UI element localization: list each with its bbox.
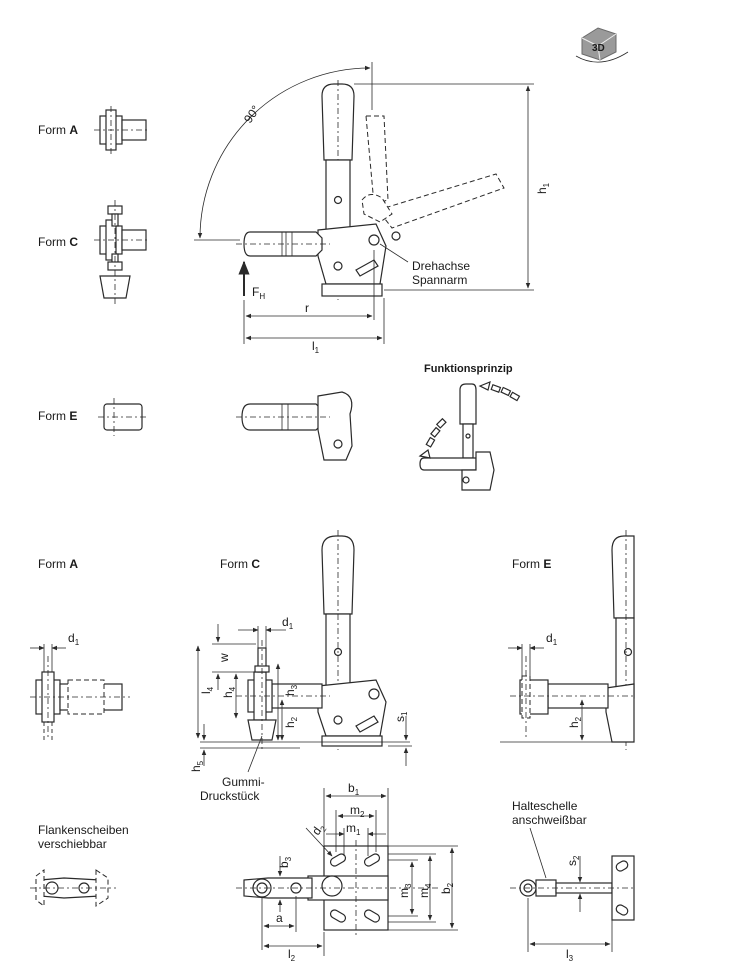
form-e-plan-view bbox=[510, 855, 635, 921]
svg-text:Druckstück: Druckstück bbox=[200, 789, 260, 803]
svg-text:h2: h2 bbox=[283, 716, 299, 728]
angle-label: 90° bbox=[241, 103, 263, 126]
svg-text:w: w bbox=[217, 653, 231, 663]
svg-text:m1: m1 bbox=[346, 821, 361, 837]
form-e-s2-dimension: s2 bbox=[565, 855, 583, 912]
form-c-h3-dimension: h3 bbox=[275, 663, 299, 741]
svg-text:Form E: Form E bbox=[38, 409, 77, 423]
svg-text:Flankenscheiben: Flankenscheiben bbox=[38, 823, 129, 837]
svg-text:m4: m4 bbox=[417, 883, 433, 898]
svg-text:Spannarm: Spannarm bbox=[412, 273, 467, 287]
svg-text:d1: d1 bbox=[68, 631, 80, 647]
svg-text:b1: b1 bbox=[348, 781, 360, 797]
svg-text:r: r bbox=[305, 301, 309, 315]
form-c-side-view bbox=[200, 530, 410, 750]
svg-text:m2: m2 bbox=[350, 803, 365, 819]
svg-text:s1: s1 bbox=[393, 711, 409, 722]
form-a-d1-dimension: d1 bbox=[30, 631, 80, 672]
form-a-label-bottom: Form A bbox=[38, 557, 78, 571]
form-c-h2-dimension: h2 bbox=[279, 699, 299, 741]
halteschelle-callout: Halteschelle anschweißbar bbox=[512, 799, 587, 879]
form-c-h4-dimension: h4 bbox=[221, 673, 239, 719]
svg-text:Halteschelle: Halteschelle bbox=[512, 799, 578, 813]
form-c-a-dimension: a bbox=[261, 896, 297, 950]
svg-text:anschweißbar: anschweißbar bbox=[512, 813, 587, 827]
3d-badge-text: 3D bbox=[592, 43, 605, 54]
form-c-m2-dimension: m2 bbox=[335, 803, 377, 852]
r-dimension: r bbox=[243, 250, 375, 344]
form-e-l3-dimension: l3 bbox=[527, 898, 613, 963]
form-c-m3-dimension: m3 bbox=[388, 859, 418, 917]
svg-text:h2: h2 bbox=[567, 716, 583, 728]
svg-text:l3: l3 bbox=[566, 947, 574, 963]
svg-text:Drehachse: Drehachse bbox=[412, 259, 470, 273]
svg-text:m3: m3 bbox=[397, 883, 413, 898]
svg-text:b3: b3 bbox=[277, 856, 293, 868]
flanken-callout: Flankenscheiben verschiebbar bbox=[38, 823, 129, 851]
svg-text:Form A: Form A bbox=[38, 123, 78, 137]
form-a-plan-view bbox=[30, 869, 116, 907]
form-c-label-top: Form C bbox=[38, 235, 78, 249]
form-c-label-bottom: Form C bbox=[220, 557, 260, 571]
form-a-side-view bbox=[30, 656, 130, 742]
form-c-m1-dimension: m1 bbox=[326, 821, 386, 856]
form-e-d1-dimension: d1 bbox=[508, 631, 558, 676]
form-e-bottom-side-view bbox=[500, 530, 635, 750]
form-c-b2-dimension: b2 bbox=[388, 845, 458, 931]
form-e-side-view bbox=[236, 391, 353, 461]
svg-text:h1: h1 bbox=[535, 182, 551, 194]
svg-text:l1: l1 bbox=[312, 339, 320, 355]
form-c-b3-dimension: b3 bbox=[277, 856, 293, 912]
svg-text:d1: d1 bbox=[546, 631, 558, 647]
svg-text:l4: l4 bbox=[199, 686, 215, 694]
form-e-h2-dimension: h2 bbox=[567, 699, 585, 741]
form-c-m4-dimension: m4 bbox=[388, 853, 436, 923]
form-c-l4-dimension: l4 bbox=[195, 645, 215, 739]
form-c-l2-dimension: l2 bbox=[263, 932, 325, 963]
3d-view-icon[interactable]: 3D bbox=[575, 27, 629, 63]
funktionsprinzip-diagram: Funktionsprinzip bbox=[418, 363, 521, 491]
svg-text:b2: b2 bbox=[439, 882, 455, 894]
svg-text:Form E: Form E bbox=[512, 557, 551, 571]
form-c-h5-dimension: h5 bbox=[189, 724, 300, 772]
form-c-b1-dimension: b1 bbox=[323, 781, 389, 846]
svg-text:Form A: Form A bbox=[38, 557, 78, 571]
form-a-label-top: Form A bbox=[38, 123, 78, 137]
svg-text:Funktionsprinzip: Funktionsprinzip bbox=[424, 363, 513, 375]
svg-text:verschiebbar: verschiebbar bbox=[38, 837, 107, 851]
form-c-end-view bbox=[94, 200, 150, 304]
h1-dimension: h1 bbox=[354, 83, 551, 291]
svg-text:FH: FH bbox=[252, 285, 265, 301]
form-e-label-top: Form E bbox=[38, 409, 77, 423]
svg-text:d1: d1 bbox=[282, 615, 294, 631]
svg-text:Gummi-: Gummi- bbox=[222, 775, 265, 789]
svg-text:h4: h4 bbox=[221, 686, 237, 698]
form-e-end-view bbox=[98, 398, 148, 436]
force-fh-arrow: FH bbox=[238, 260, 265, 301]
svg-text:Form C: Form C bbox=[220, 557, 260, 571]
form-a-end-view bbox=[94, 106, 150, 154]
svg-text:h3: h3 bbox=[283, 684, 299, 696]
form-c-s1-dimension: s1 bbox=[388, 711, 412, 766]
svg-text:h5: h5 bbox=[189, 760, 205, 772]
svg-text:a: a bbox=[276, 911, 283, 925]
l1-dimension: l1 bbox=[245, 298, 385, 355]
form-c-d1-dimension: d1 bbox=[238, 615, 294, 648]
svg-text:s2: s2 bbox=[565, 855, 581, 866]
gummi-druckstueck-callout: Gummi- Druckstück bbox=[200, 735, 265, 803]
svg-text:l2: l2 bbox=[288, 947, 296, 963]
form-e-label-bottom: Form E bbox=[512, 557, 551, 571]
drehachse-callout: Drehachse Spannarm bbox=[379, 243, 470, 287]
form-c-plan-view bbox=[236, 840, 440, 936]
form-c-w-dimension: w bbox=[212, 624, 256, 690]
svg-text:d2: d2 bbox=[309, 820, 329, 839]
svg-text:Form C: Form C bbox=[38, 235, 78, 249]
